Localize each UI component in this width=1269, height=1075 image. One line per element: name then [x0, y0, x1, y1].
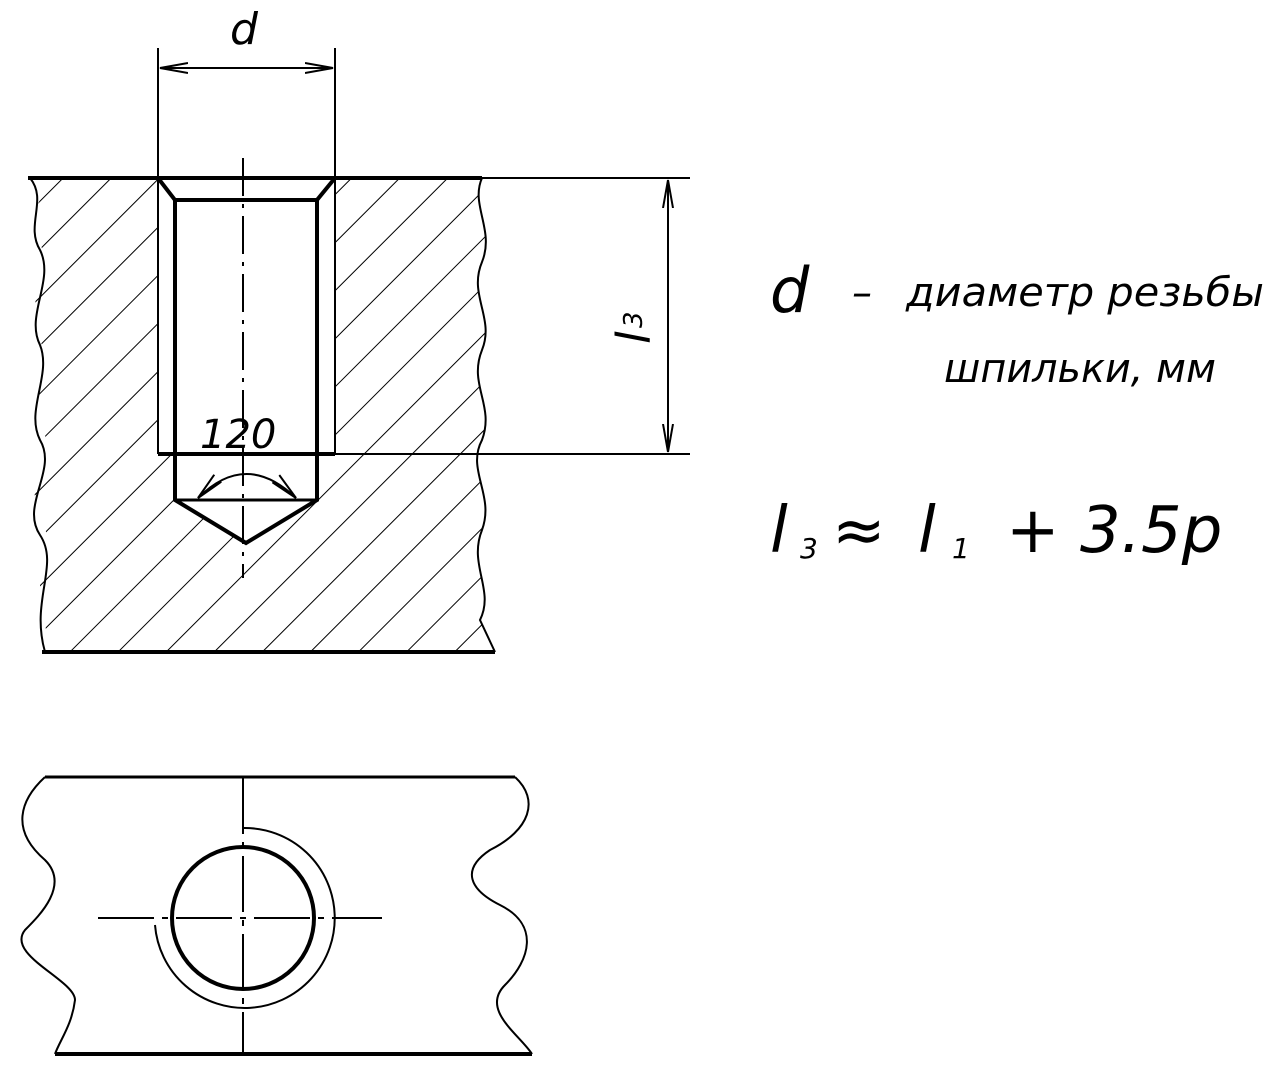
angle-label: 120 — [200, 412, 276, 458]
stud-hole-cavity — [158, 178, 335, 543]
right-break-line — [476, 177, 496, 653]
formula-lhs-subscript: 3 — [800, 532, 818, 565]
svg-text:l: l — [607, 331, 661, 344]
diameter-label: d — [230, 4, 259, 55]
formula-tail: + 3.5p — [1006, 494, 1222, 568]
plan-view — [20, 775, 533, 1056]
legend-dash: – — [852, 270, 872, 316]
formula-rhs-subscript: 1 — [952, 532, 970, 565]
legend-symbol: d — [770, 254, 810, 327]
left-break-line — [29, 177, 49, 653]
depth-formula: l 3 ≈ l 1 + 3.5p — [770, 494, 1222, 568]
formula-approx: ≈ — [832, 494, 886, 568]
depth-label: l 3 — [607, 311, 661, 344]
section-view: d l 3 120 — [28, 4, 690, 654]
legend: d – диаметр резьбы шпильки, мм — [770, 254, 1264, 392]
thread-arc — [154, 826, 336, 1009]
plan-right-break-line — [470, 776, 533, 1055]
legend-line-2: шпильки, мм — [944, 346, 1216, 392]
angle-dimension-arc — [198, 473, 296, 498]
legend-line-1: диаметр резьбы — [905, 270, 1264, 316]
plan-left-break-line — [20, 776, 77, 1055]
formula-lhs: l — [770, 494, 788, 568]
svg-text:3: 3 — [619, 311, 649, 328]
formula-rhs: l — [918, 494, 936, 568]
